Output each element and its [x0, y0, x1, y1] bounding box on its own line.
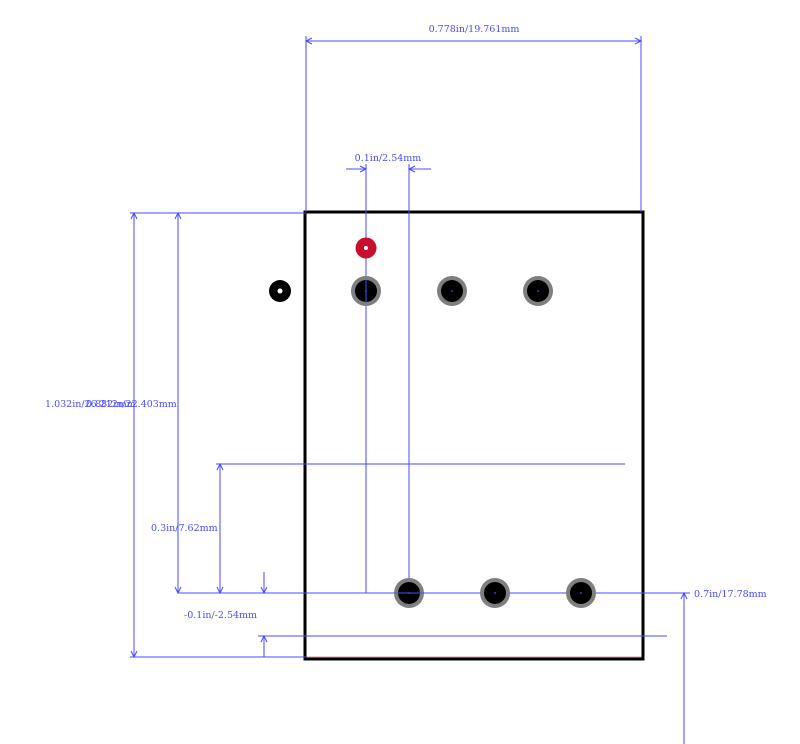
component-outline [303, 210, 645, 661]
origin-marker [269, 280, 291, 302]
pin-span-dimension: 0.7in/17.78mm [680, 589, 767, 744]
width-dimension: 0.778in/19.761mm [304, 24, 643, 212]
pin-span-label: 0.7in/17.78mm [694, 589, 767, 600]
pad-top-3 [523, 276, 553, 306]
offset-dimension: -0.1in/-2.54mm [184, 572, 667, 657]
width-label: 0.778in/19.761mm [429, 24, 520, 35]
pitch-dimension: 0.1in/2.54mm [346, 153, 431, 593]
height-total-label: 1.032in/26.212mm [45, 399, 136, 410]
height-inner-label: 0.882in/22.403mm [86, 399, 177, 410]
pin1-marker [355, 237, 377, 259]
height-dimension: 1.032in/26.212mm 0.882in/22.403mm [45, 211, 306, 659]
row-spacing-dimension: 0.3in/7.62mm [151, 462, 690, 595]
pitch-label: 0.1in/2.54mm [355, 153, 422, 164]
pad-top-2 [437, 276, 467, 306]
row-spacing-label: 0.3in/7.62mm [151, 523, 218, 534]
offset-label: -0.1in/-2.54mm [184, 610, 257, 621]
pad-bottom-3 [566, 578, 596, 608]
pad-bottom-2 [480, 578, 510, 608]
